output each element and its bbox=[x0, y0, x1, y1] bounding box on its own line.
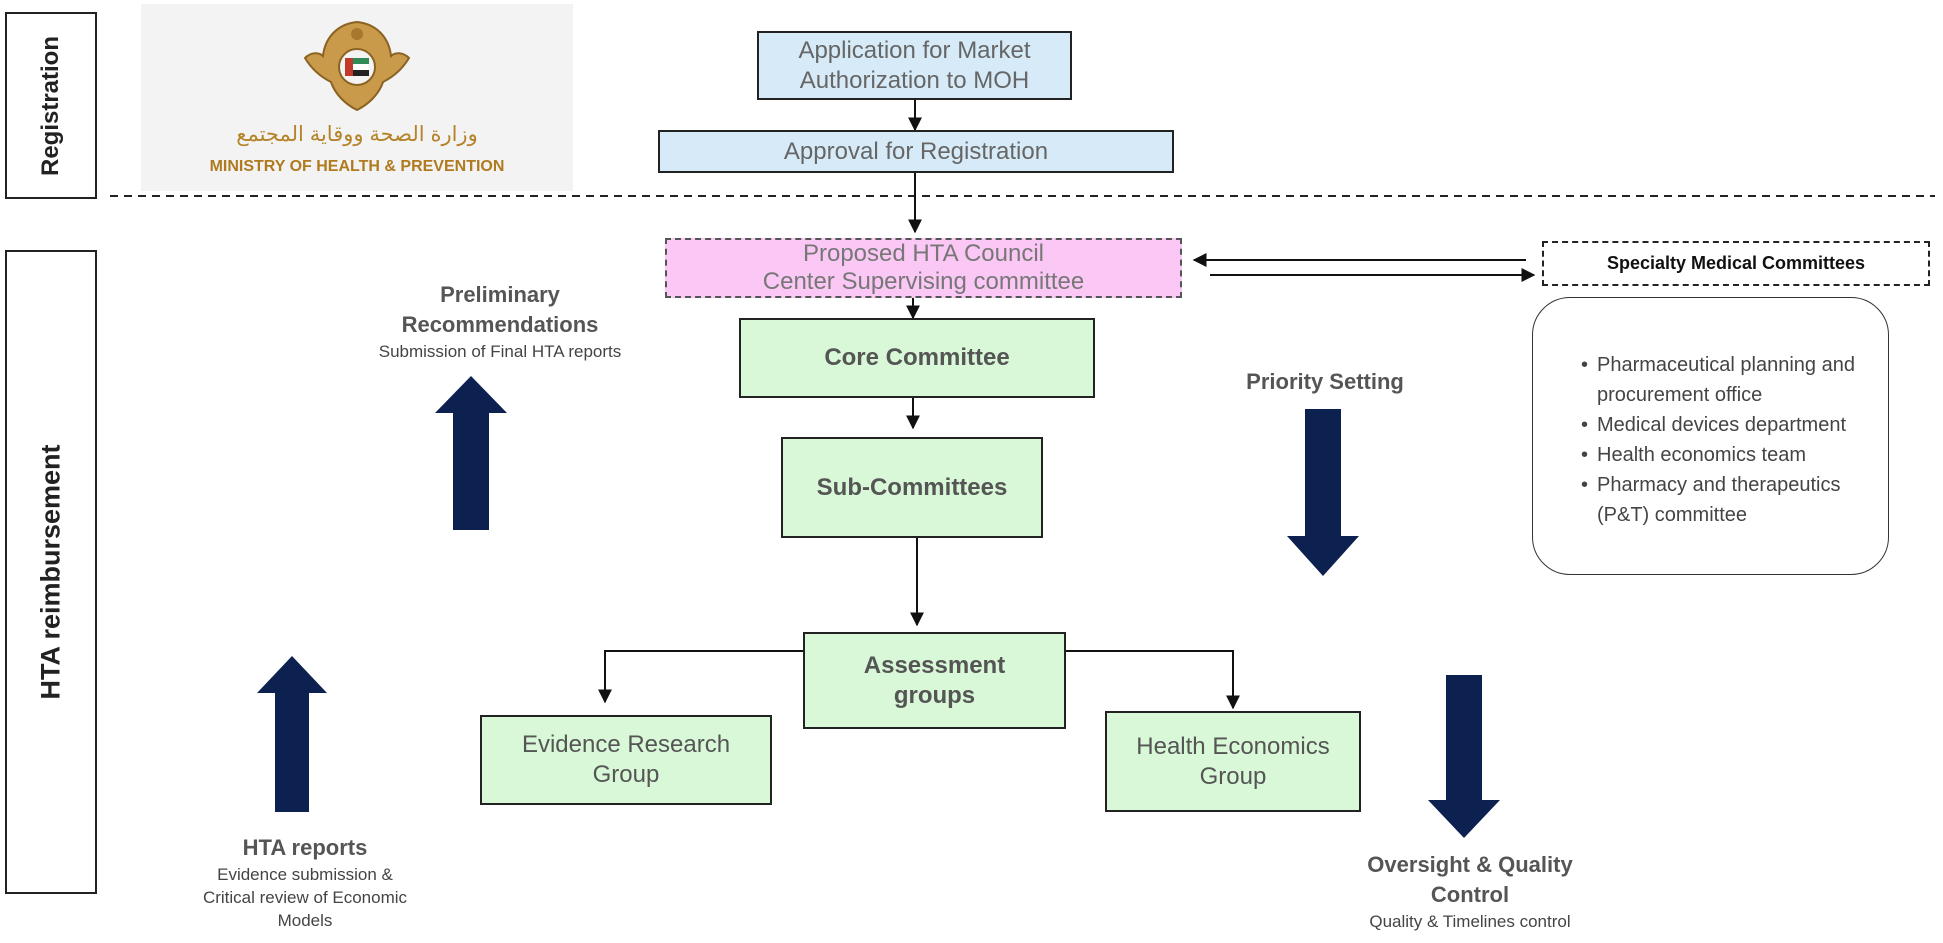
arrow-assessment-to-economics bbox=[1066, 650, 1240, 710]
priority-setting-label: Priority Setting bbox=[1200, 367, 1450, 397]
reimbursement-section-label: HTA reimbursement bbox=[35, 444, 66, 700]
approval-text: Approval for Registration bbox=[783, 137, 1049, 165]
priority-setting-title: Priority Setting bbox=[1246, 369, 1404, 394]
hta-reports-up-arrow bbox=[257, 656, 327, 812]
registration-section-box: Registration bbox=[5, 12, 97, 199]
preliminary-up-arrow bbox=[435, 376, 507, 530]
hta-reports-label: HTA reports Evidence submission & Critic… bbox=[160, 833, 450, 932]
application-box: Application for Market Authorization to … bbox=[757, 31, 1072, 100]
emblem-icon bbox=[303, 20, 411, 112]
hta-council-box: Proposed HTA Council Center Supervising … bbox=[665, 238, 1182, 298]
specialty-list-item: Medical devices department bbox=[1573, 410, 1872, 440]
priority-down-arrow bbox=[1287, 409, 1359, 576]
specialty-list-panel: Pharmaceutical planning and procurement … bbox=[1532, 297, 1889, 575]
health-economics-box: Health Economics Group bbox=[1105, 711, 1361, 812]
sub-committees-text: Sub-Committees bbox=[816, 473, 1008, 501]
reimbursement-section-box: HTA reimbursement bbox=[5, 250, 97, 894]
evidence-research-text: Evidence Research Group bbox=[521, 731, 731, 788]
application-text: Application for Market Authorization to … bbox=[798, 36, 1031, 94]
hta-reports-title: HTA reports bbox=[242, 835, 368, 860]
registration-section-label: Registration bbox=[37, 35, 64, 176]
ministry-logo: وزارة الصحة ووقاية المجتمع MINISTRY OF H… bbox=[141, 4, 573, 191]
specialty-list-item: Pharmaceutical planning and procurement … bbox=[1573, 350, 1872, 410]
sub-committees-box: Sub-Committees bbox=[781, 437, 1043, 538]
oversight-down-arrow bbox=[1428, 675, 1500, 838]
arrow-assessment-to-evidence bbox=[598, 650, 803, 704]
oversight-title: Oversight & Quality Control bbox=[1367, 852, 1573, 907]
oversight-label: Oversight & Quality Control Quality & Ti… bbox=[1320, 850, 1620, 933]
core-committee-box: Core Committee bbox=[739, 318, 1095, 398]
specialty-committees-text: Specialty Medical Committees bbox=[1606, 253, 1866, 274]
oversight-subtitle: Quality & Timelines control bbox=[1369, 912, 1571, 931]
specialty-list-item: Health economics team bbox=[1573, 440, 1872, 470]
assessment-groups-box: Assessment groups bbox=[803, 632, 1066, 729]
preliminary-label: Preliminary Recommendations Submission o… bbox=[335, 280, 665, 363]
preliminary-title: Preliminary Recommendations bbox=[401, 282, 599, 337]
ministry-arabic-name: وزارة الصحة ووقاية المجتمع bbox=[236, 123, 478, 146]
evidence-research-box: Evidence Research Group bbox=[480, 715, 772, 805]
hta-council-text: Proposed HTA Council Center Supervising … bbox=[762, 240, 1085, 295]
health-economics-text: Health Economics Group bbox=[1136, 732, 1330, 790]
assessment-groups-text: Assessment groups bbox=[863, 651, 1006, 709]
specialty-list-item: Pharmacy and therapeutics (P&T) committe… bbox=[1573, 470, 1872, 530]
ministry-english-name: MINISTRY OF HEALTH & PREVENTION bbox=[209, 158, 505, 175]
preliminary-subtitle: Submission of Final HTA reports bbox=[378, 342, 622, 361]
hta-reports-subtitle: Evidence submission & Critical review of… bbox=[202, 865, 408, 930]
approval-box: Approval for Registration bbox=[658, 130, 1174, 173]
specialty-committees-box: Specialty Medical Committees bbox=[1542, 241, 1930, 286]
core-committee-text: Core Committee bbox=[824, 344, 1010, 371]
